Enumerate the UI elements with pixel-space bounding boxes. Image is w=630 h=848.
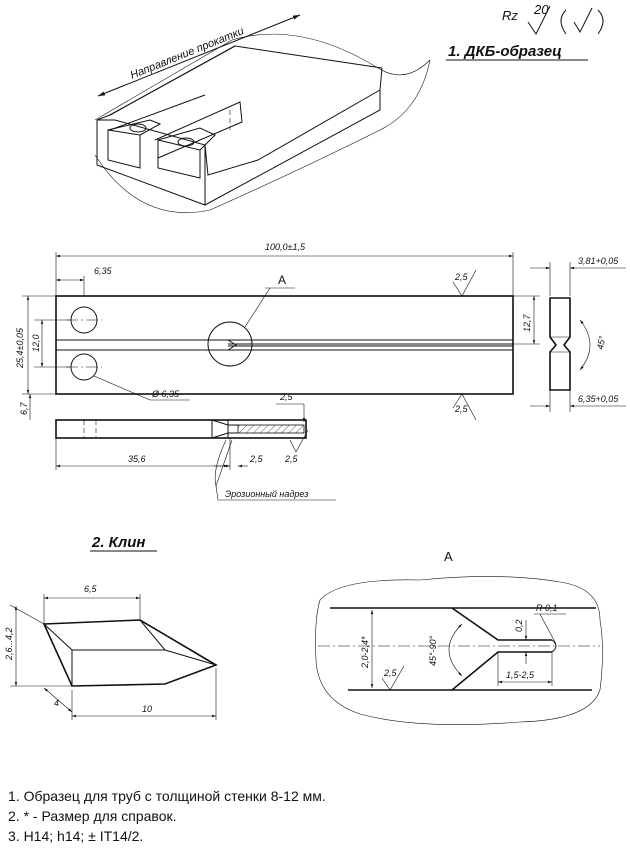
dim-width: 6,35+0,05 <box>578 394 619 404</box>
detail-dim-h: 2,0-2,4* <box>360 636 370 669</box>
detail-a-title: А <box>444 549 453 564</box>
detail-a-view <box>315 576 603 725</box>
dim-height: 25,4±0,05 <box>15 327 25 369</box>
specimen-front-view <box>22 252 540 421</box>
wedge-dim-height: 2,6...4,2 <box>4 627 14 661</box>
rolling-direction-label: Направление прокатки <box>129 25 246 82</box>
note-3: 3. H14; h14; ± IT14/2. <box>8 828 144 844</box>
dim-thickness: 3,81+0,05 <box>578 256 619 266</box>
rough-top: 2,5 <box>454 272 469 282</box>
isometric-view <box>94 14 431 213</box>
note-2: 2. * - Размер для справок. <box>8 808 177 824</box>
dim-hole-dia: Ø 6,35 <box>151 389 180 399</box>
wedge-view <box>9 594 218 720</box>
erosion-notch-label: Эрозионный надрез <box>225 489 308 499</box>
view-a-label: А <box>278 273 286 287</box>
specimen-bottom-view <box>55 403 336 501</box>
dim-length: 100,0±1,5 <box>265 242 306 252</box>
roughness-param: Rz <box>502 8 518 23</box>
roughness-symbol: Rz 20 <box>502 2 604 35</box>
detail-dim-notch-len: 1,5-2,5 <box>506 670 535 680</box>
section2-title: 2. Клин <box>91 534 145 551</box>
dim-half-height: 12,7 <box>522 313 532 332</box>
roughness-value: 20 <box>533 2 549 17</box>
detail-dim-gap: 0,2 <box>514 619 524 632</box>
detail-dim-r: R 0,1 <box>536 603 558 613</box>
section1-title: 1. ДКБ-образец <box>448 43 562 60</box>
dim-inner-height: 12,0 <box>31 334 41 352</box>
wedge-dim-depth: 4 <box>54 698 59 708</box>
dim-slot-b: 2,5 <box>249 454 264 464</box>
wedge-dim-width: 6,5 <box>84 584 98 594</box>
dim-hole-offset: 6,35 <box>94 266 113 276</box>
dim-angle: 45° <box>595 335 607 351</box>
dim-side-len: 35,6 <box>128 454 146 464</box>
detail-dim-rough: 2,5 <box>383 668 398 678</box>
dim-slot-a: 2,5 <box>279 392 294 402</box>
rough-bottom: 2,5 <box>454 404 469 414</box>
wedge-dim-length: 10 <box>142 704 152 714</box>
note-1: 1. Образец для труб с толщиной стенки 8-… <box>8 788 326 804</box>
dim-slot-c: 2,5 <box>284 454 299 464</box>
specimen-side-view <box>530 262 626 412</box>
dim-bottom-left: 6,7 <box>19 401 29 415</box>
detail-dim-angle: 45°-90° <box>428 635 438 666</box>
